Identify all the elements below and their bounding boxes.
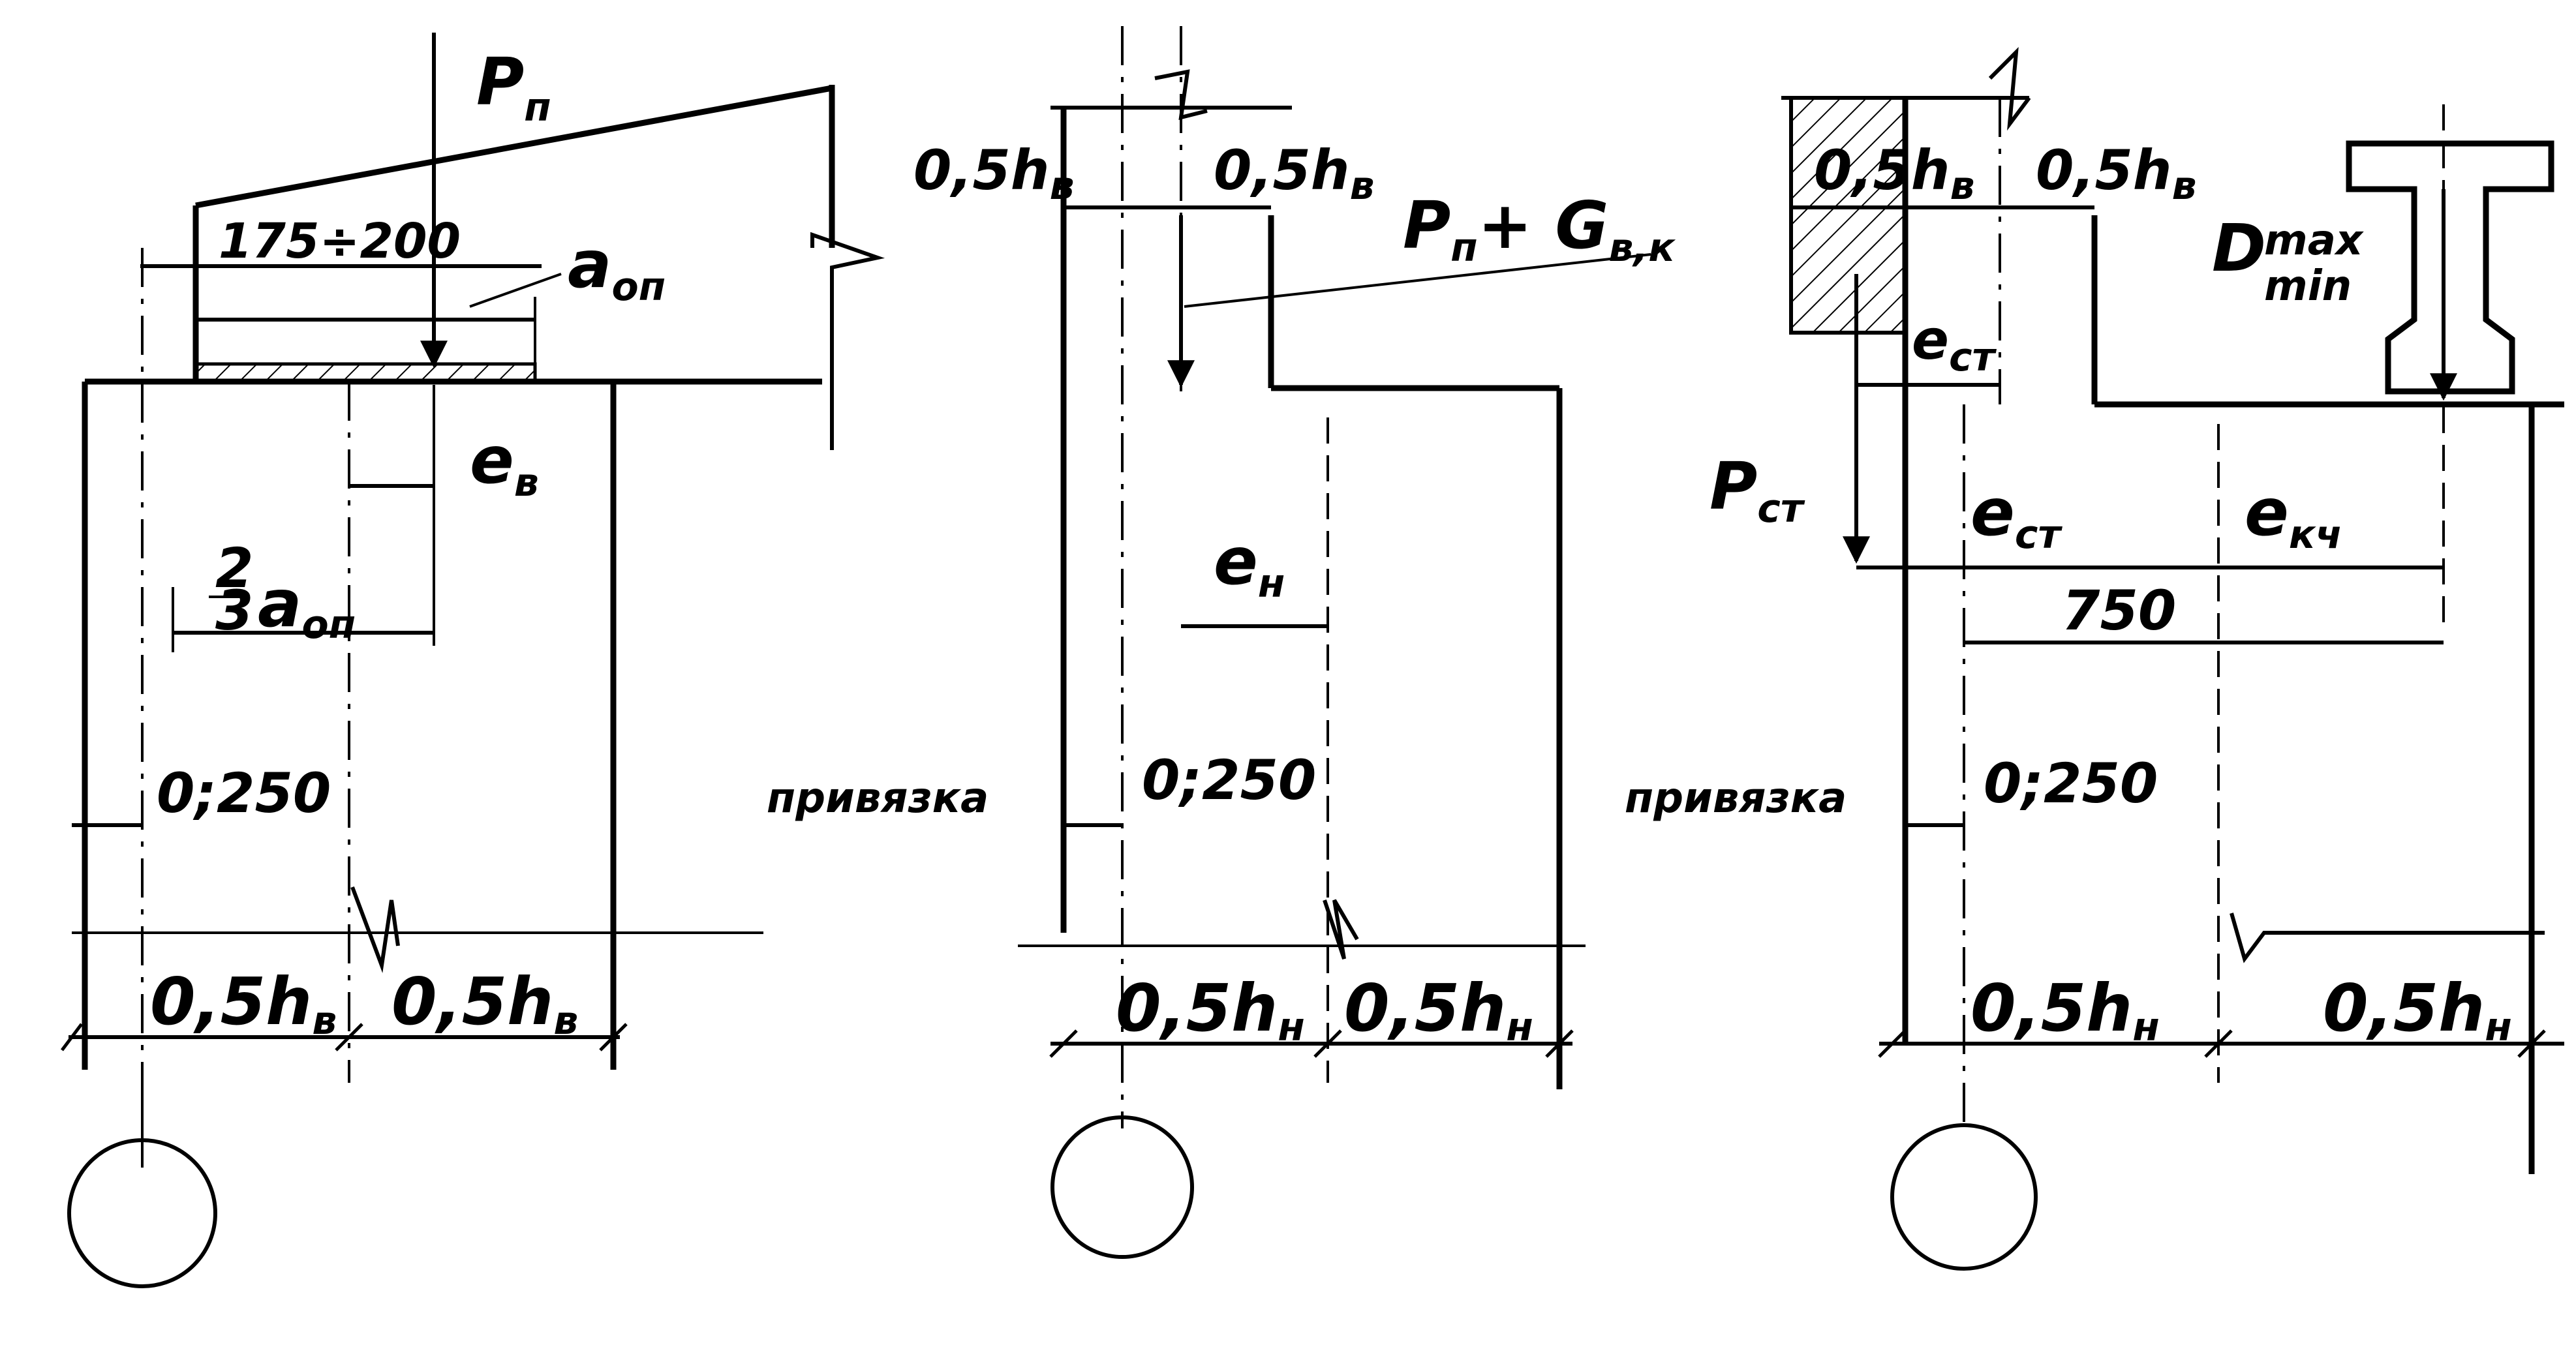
axis-bubble	[1050, 1115, 1194, 1259]
crane-max-label: max	[2264, 217, 2364, 265]
top-half-left-label: 0,5hв	[1814, 138, 1975, 209]
two-thirds-den: 3	[215, 579, 253, 642]
wall-ecc-top-label: eст	[1912, 308, 1997, 380]
eccentricity-label: eв	[470, 422, 539, 506]
top-half-left-label: 0,5hв	[913, 138, 1075, 209]
bearing-length-label: aоп	[568, 226, 666, 310]
panel-roof-support: Pп 175÷200 aоп eв 2 3 aоп 0;250 0,5hв 0,…	[61, 33, 885, 1288]
axis-bubble	[67, 1138, 217, 1288]
tick-0	[1049, 1029, 1078, 1058]
wall-load-label: Pст	[1710, 448, 1805, 532]
upper-break-mark	[1988, 47, 2031, 131]
crane-ecc-label: eкч	[2245, 474, 2342, 558]
wall-panel	[1789, 96, 1907, 335]
truss-top-chord	[195, 85, 833, 209]
lower-break-mark	[2230, 913, 2545, 963]
binding-offset-label: 0;250	[1984, 751, 2158, 815]
half-width-left-label: 0,5hв	[150, 963, 337, 1044]
crane-min-label: min	[2264, 262, 2352, 310]
panel-wall-crane-column: 0,5hв 0,5hв D max min eст Pст eст eкч 75…	[1625, 47, 2564, 1271]
half-width-right-label: 0,5hн	[1344, 970, 1533, 1050]
tick-1	[1313, 1029, 1342, 1058]
load-leader	[1184, 253, 1651, 308]
panel-stepped-column: 0,5hв 0,5hв Pп+ Gв,к eн привязка 0;250 0…	[767, 26, 1676, 1259]
bearing-plate	[194, 362, 537, 384]
column-break-mark	[350, 886, 400, 973]
half-width-right-label: 0,5hв	[391, 963, 578, 1044]
axis-bubble	[1890, 1123, 2038, 1271]
tick-2	[1545, 1029, 1574, 1058]
eccentricity-label: eн	[1214, 523, 1285, 607]
tick-1	[335, 1023, 363, 1051]
tick-0	[61, 1023, 83, 1051]
half-width-left-label: 0,5hн	[1970, 970, 2160, 1050]
half-width-right-label: 0,5hн	[2323, 970, 2512, 1050]
tick-2	[2517, 1029, 2546, 1058]
wall-ecc-label: eст	[1970, 474, 2062, 558]
tick-2	[599, 1023, 628, 1051]
half-width-left-label: 0,5hн	[1116, 970, 1305, 1050]
tick-1	[2204, 1029, 2233, 1058]
dim-750-label: 750	[2062, 579, 2176, 642]
binding-label: привязка	[767, 774, 989, 823]
combined-load-label: Pп+ Gв,к	[1403, 187, 1676, 271]
lower-break-mark	[1323, 899, 1359, 960]
bearing-length-leader	[469, 273, 562, 308]
upper-break-mark	[1154, 69, 1208, 120]
top-half-right-label: 0,5hв	[1214, 138, 1375, 209]
two-thirds-num: 2	[215, 536, 253, 600]
two-thirds-label: aоп	[258, 566, 356, 648]
binding-offset-label: 0;250	[1142, 748, 1316, 812]
binding-label: привязка	[1625, 774, 1847, 823]
binding-offset-label: 0;250	[157, 761, 331, 825]
bearing-range-label: 175÷200	[219, 213, 461, 269]
truss-break-mark	[810, 232, 885, 450]
crane-rail-section	[2346, 140, 2554, 395]
roof-load-label: Pп	[476, 44, 551, 130]
top-half-right-label: 0,5hв	[2036, 138, 2197, 209]
crane-load-label: D	[2212, 210, 2266, 286]
tick-0	[1878, 1029, 1907, 1058]
